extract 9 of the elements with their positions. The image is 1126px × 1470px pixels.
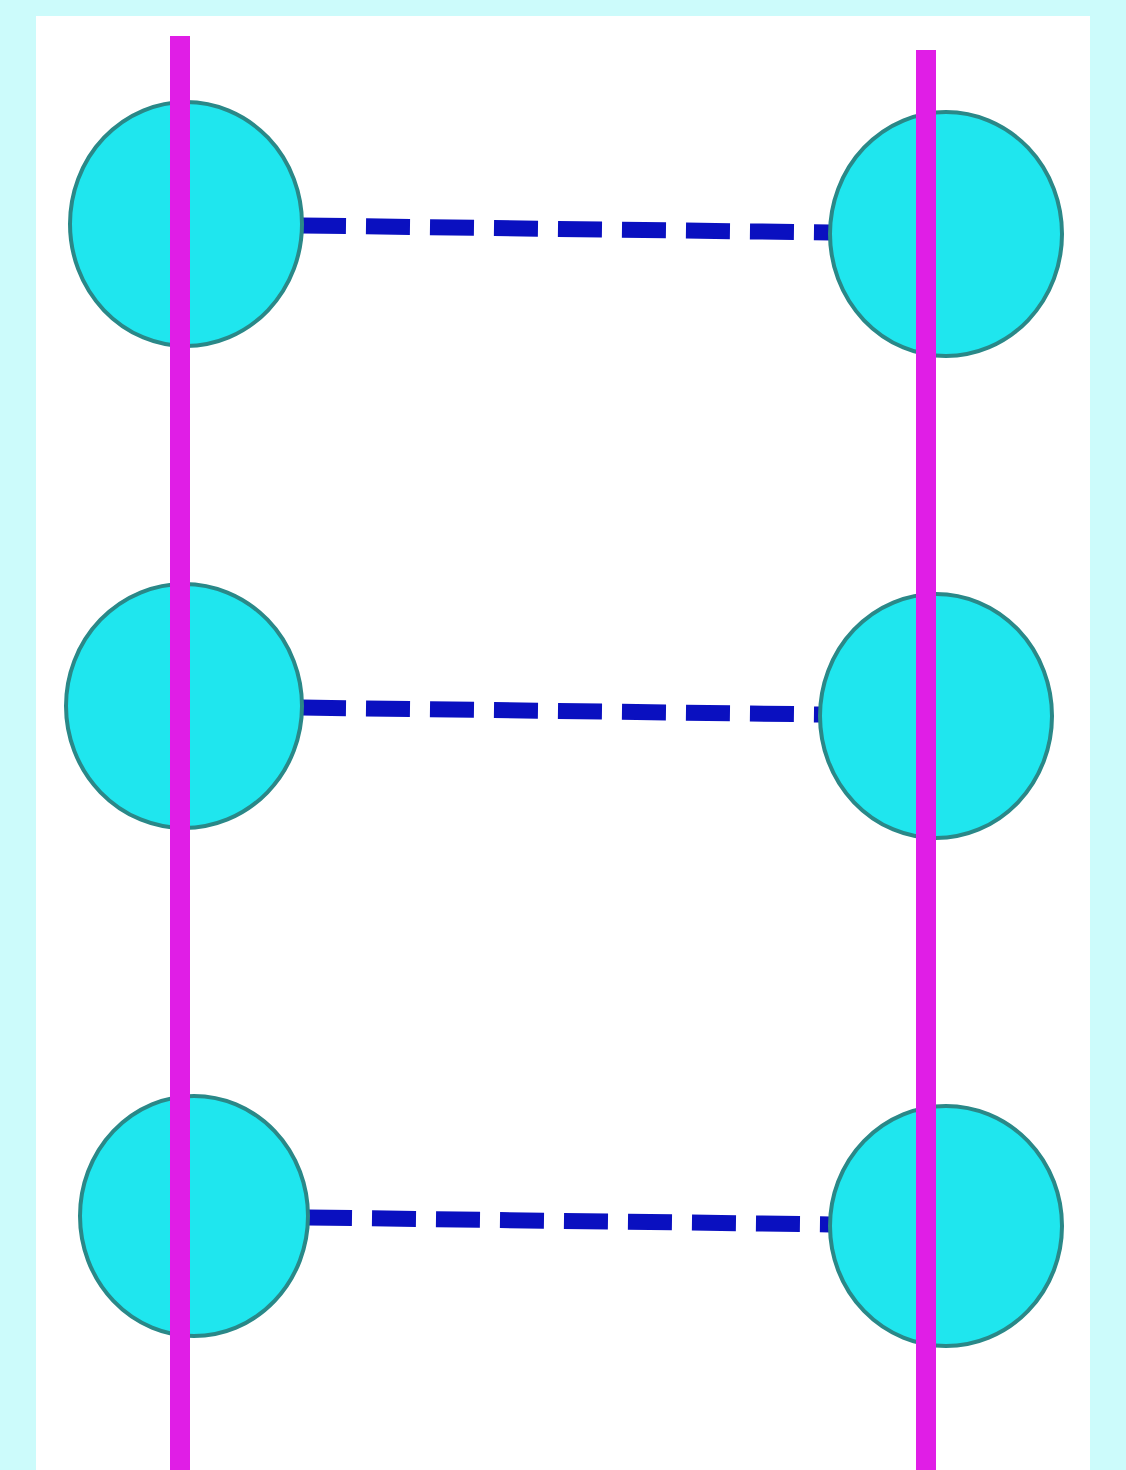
circle-shape [828,1104,1064,1348]
circle-shape [68,100,304,348]
dashed-connector [301,217,831,241]
dashed-connector [301,699,821,723]
circle-shape [818,592,1054,840]
dashed-connector [307,1209,831,1233]
circle-shape [828,110,1064,358]
circle-shape [78,1094,310,1338]
circle-shape [64,582,304,830]
